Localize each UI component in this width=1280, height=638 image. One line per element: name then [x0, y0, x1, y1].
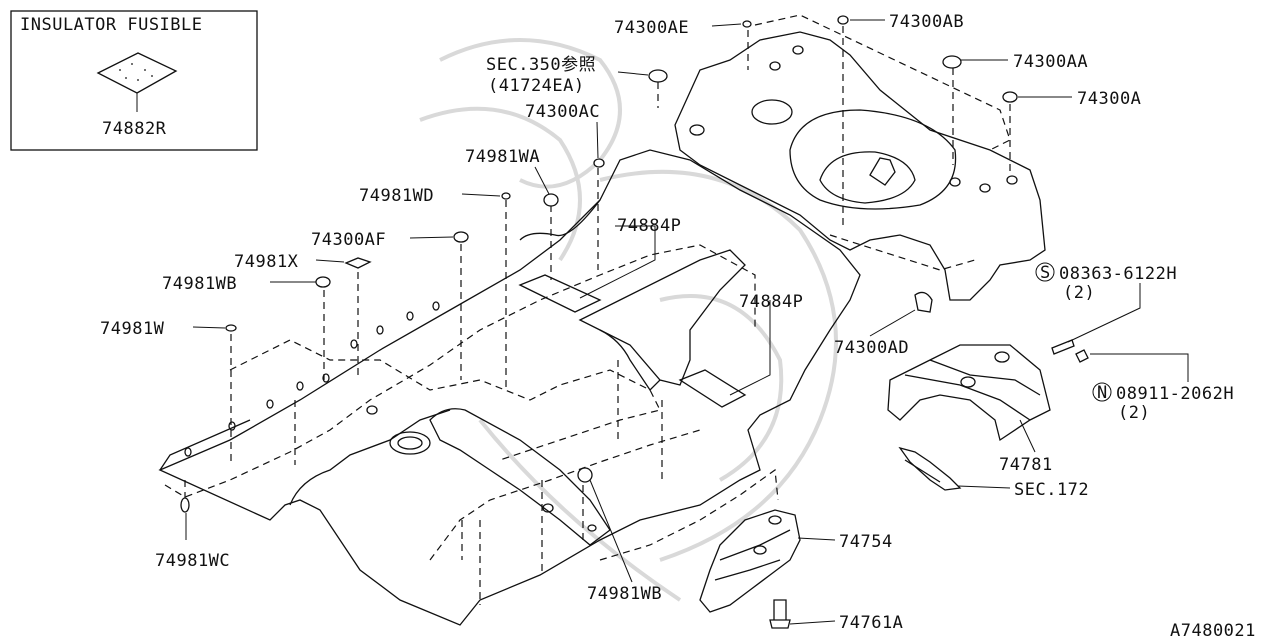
- leader-lines: [185, 19, 1189, 625]
- insulator-fusible-icon: [96, 52, 178, 94]
- label-74981w: 74981W: [100, 319, 165, 339]
- label-sec350: SEC.350参照: [486, 55, 596, 75]
- label-74300ac: 74300AC: [525, 102, 600, 122]
- label-74761a: 74761A: [839, 613, 903, 633]
- label-08363-qty: (2): [1063, 283, 1095, 303]
- label-74754: 74754: [839, 532, 893, 552]
- main-floor-panel: [158, 149, 861, 626]
- label-74884p-b: 74884P: [739, 292, 803, 312]
- inset-title: INSULATOR FUSIBLE: [20, 15, 203, 35]
- label-74300af: 74300AF: [311, 230, 386, 250]
- label-sec172: SEC.172: [1014, 480, 1089, 500]
- label-74981wb-b: 74981WB: [587, 584, 662, 604]
- figure-id: A7480021: [1170, 621, 1256, 638]
- clip-fasteners: [180, 15, 1018, 513]
- bracket-sec172: [898, 446, 962, 491]
- label-74300a: 74300A: [1077, 89, 1141, 109]
- label-74300ab: 74300AB: [889, 12, 964, 32]
- insulator-pad-74884p-a: [518, 274, 602, 313]
- n-mark-icon: [1092, 382, 1112, 402]
- label-74300ae: 74300AE: [614, 18, 689, 38]
- inset-part-label: 74882R: [102, 119, 167, 139]
- rear-floor-panel: [674, 14, 1046, 301]
- heat-insulator-74781: [887, 339, 1089, 442]
- inset-box: INSULATOR FUSIBLE 74882R: [10, 10, 258, 151]
- label-74300aa: 74300AA: [1013, 52, 1088, 72]
- dashed-drop-lines: [184, 26, 1011, 605]
- s-mark-icon: [1035, 262, 1055, 282]
- s-mark: S: [1040, 263, 1051, 283]
- callout-labels: 74300AE 74300AB 74300AA 74300A SEC.350参照…: [100, 12, 1234, 633]
- label-74884p-a: 74884P: [617, 216, 681, 236]
- label-74781: 74781: [999, 455, 1053, 475]
- label-08363-6122h: 08363-6122H: [1059, 264, 1177, 284]
- label-74981wc: 74981WC: [155, 551, 230, 571]
- label-08911-qty: (2): [1118, 403, 1150, 423]
- label-74981wa: 74981WA: [465, 147, 540, 167]
- n-mark: N: [1097, 383, 1108, 403]
- label-74981wd: 74981WD: [359, 186, 434, 206]
- label-08911-2062h: 08911-2062H: [1116, 384, 1234, 404]
- label-74300ad: 74300AD: [834, 338, 909, 358]
- label-41724ea: (41724EA): [488, 76, 585, 96]
- label-74981wb-a: 74981WB: [162, 274, 237, 294]
- label-74981x: 74981X: [234, 252, 299, 272]
- insulator-pad-74884p-b: [678, 369, 747, 408]
- heat-insulator-74754: [699, 509, 801, 629]
